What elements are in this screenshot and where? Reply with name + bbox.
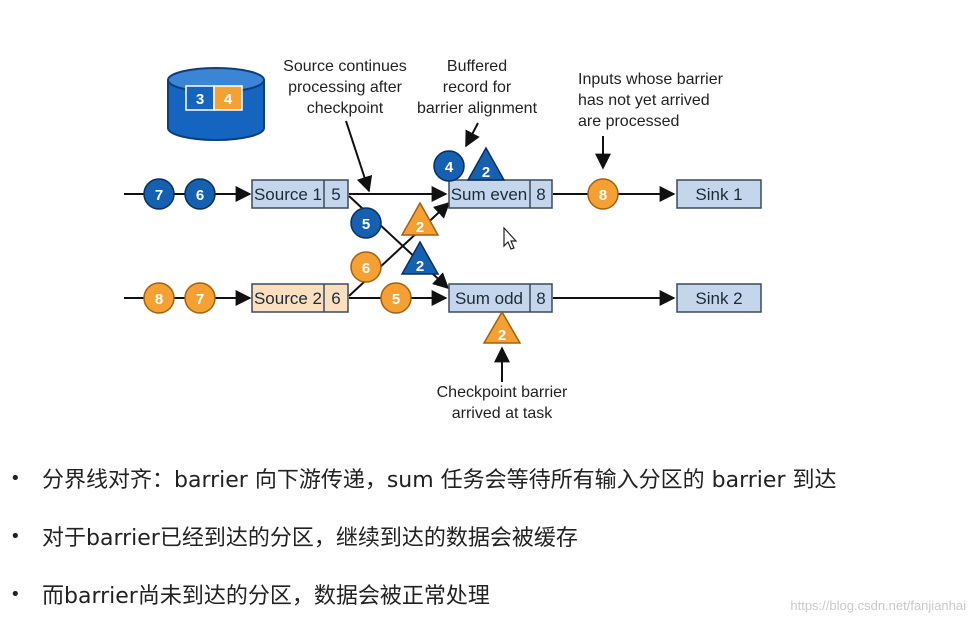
svg-text:Checkpoint barrier: Checkpoint barrier (437, 384, 568, 401)
svg-text:8: 8 (536, 185, 545, 204)
record-token-after-source2-5: 5 (380, 282, 412, 314)
watermark: https://blog.csdn.net/fanjianhai (790, 598, 966, 613)
svg-text:8: 8 (155, 291, 163, 308)
record-token-top-6: 6 (184, 178, 216, 210)
record-token-top-7: 7 (143, 178, 175, 210)
record-token-bottom-7: 7 (184, 282, 216, 314)
svg-text:Source continues: Source continues (283, 58, 407, 75)
record-token-bottom-8: 8 (143, 282, 175, 314)
svg-text:5: 5 (331, 185, 340, 204)
record-token-cross-orange-6: 6 (350, 251, 382, 283)
state-backend-database-icon: 3 4 (167, 67, 265, 141)
operator-source2: Source 2 6 (251, 283, 349, 313)
barrier-token-arrived: 2 (482, 310, 522, 344)
db-slot-right (213, 85, 243, 111)
svg-text:Sink 1: Sink 1 (695, 185, 742, 204)
svg-text:5: 5 (362, 216, 370, 233)
svg-text:6: 6 (362, 260, 370, 277)
svg-text:8: 8 (599, 187, 607, 204)
operator-sink1: Sink 1 (676, 179, 762, 209)
operator-sink2: Sink 2 (676, 283, 762, 313)
barrier-token-buffered: 2 (466, 146, 506, 181)
svg-text:Sink 2: Sink 2 (695, 289, 742, 308)
svg-text:arrived at task: arrived at task (452, 405, 553, 422)
svg-text:Source 2: Source 2 (254, 289, 322, 308)
svg-text:7: 7 (155, 187, 163, 204)
svg-text:Inputs whose barrier: Inputs whose barrier (578, 71, 724, 88)
record-token-cross-blue-5: 5 (350, 207, 382, 239)
operator-sum-odd: Sum odd 8 (448, 283, 553, 313)
checkpoint-alignment-diagram: 3 4 Source continues processing after ch… (124, 58, 762, 422)
bullet-dot-icon: • (10, 584, 21, 605)
bullet-dot-icon: • (10, 468, 21, 489)
db-value-left: 3 (196, 91, 204, 108)
bullet-item: • 对于barrier已经到达的分区，继续到达的数据会被缓存 (10, 520, 970, 578)
svg-text:4: 4 (445, 159, 454, 176)
svg-text:processing after: processing after (288, 79, 403, 96)
bullet-text: 对于barrier已经到达的分区，继续到达的数据会被缓存 (42, 526, 578, 551)
db-value-right: 4 (224, 91, 233, 108)
barrier-token-cross-blue: 2 (400, 240, 440, 275)
arrow-annotation-source (345, 120, 373, 193)
svg-text:Sum odd: Sum odd (455, 289, 523, 308)
svg-text:6: 6 (331, 289, 340, 308)
svg-text:are processed: are processed (578, 113, 679, 130)
annotation-source-continues: Source continues processing after checkp… (283, 58, 407, 117)
svg-text:2: 2 (482, 164, 490, 181)
svg-text:2: 2 (498, 327, 506, 344)
operator-sum-even: Sum even 8 (448, 179, 553, 209)
svg-text:2: 2 (416, 258, 424, 275)
record-token-after-sum-even-8: 8 (587, 178, 619, 210)
slide: 3 4 Source continues processing after ch… (124, 58, 762, 422)
barrier-token-cross-orange: 2 (400, 201, 440, 236)
bullet-text: 分界线对齐：barrier 向下游传递，sum 任务会等待所有输入分区的 bar… (42, 468, 837, 493)
record-token-buffered-4: 4 (433, 150, 465, 182)
svg-text:Sum even: Sum even (451, 185, 528, 204)
svg-text:5: 5 (392, 291, 400, 308)
bullet-item: • 而barrier尚未到达的分区，数据会被正常处理 (10, 578, 970, 636)
svg-text:barrier alignment: barrier alignment (417, 100, 538, 117)
svg-text:has not yet arrived: has not yet arrived (578, 92, 710, 109)
svg-text:checkpoint: checkpoint (307, 100, 384, 117)
annotation-buffered-record: Buffered record for barrier alignment (417, 58, 538, 117)
db-slot-left (185, 85, 215, 111)
svg-text:7: 7 (196, 291, 204, 308)
mouse-cursor-icon (503, 226, 518, 250)
bullet-list: • 分界线对齐：barrier 向下游传递，sum 任务会等待所有输入分区的 b… (10, 462, 970, 636)
annotation-barrier-arrived: Checkpoint barrier arrived at task (437, 384, 568, 422)
svg-text:Buffered: Buffered (447, 58, 507, 75)
svg-text:record for: record for (443, 79, 512, 96)
svg-text:8: 8 (536, 289, 545, 308)
svg-text:2: 2 (416, 219, 424, 236)
bullet-item: • 分界线对齐：barrier 向下游传递，sum 任务会等待所有输入分区的 b… (10, 462, 970, 520)
arrow-annotation-buffered (465, 122, 480, 148)
annotation-inputs-not-arrived: Inputs whose barrier has not yet arrived… (578, 71, 724, 130)
operator-source1: Source 1 5 (251, 179, 349, 209)
bullet-text: 而barrier尚未到达的分区，数据会被正常处理 (42, 584, 490, 609)
svg-text:6: 6 (196, 187, 204, 204)
svg-text:Source 1: Source 1 (254, 185, 322, 204)
bullet-dot-icon: • (10, 526, 21, 547)
